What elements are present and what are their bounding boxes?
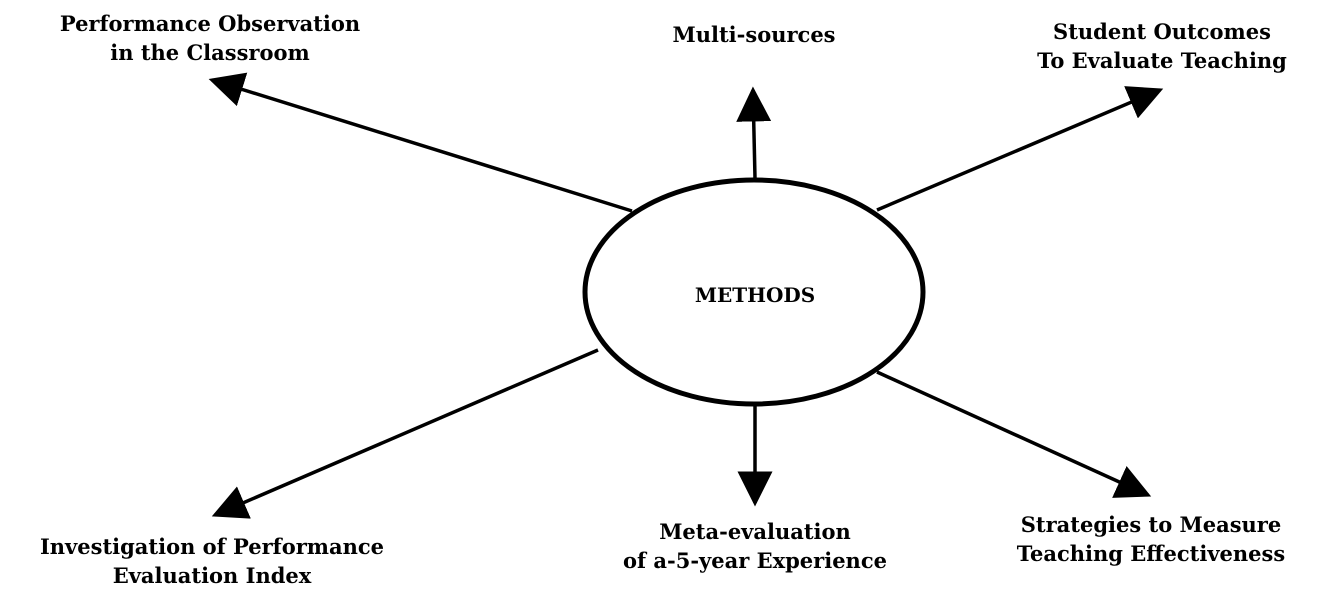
label-top-line-1: Multi-sources	[672, 22, 836, 47]
arrow-bottom-left	[211, 348, 599, 519]
label-bottom-right: Strategies to Measure Teaching Effective…	[1006, 510, 1296, 568]
label-top-right: Student Outcomes To Evaluate Teaching	[1022, 17, 1302, 75]
arrow-top	[736, 86, 772, 179]
arrow-top-left	[208, 72, 633, 213]
label-bottom-right-line-1: Strategies to Measure	[1020, 512, 1282, 537]
label-top-left-line-1: Performance Observation	[59, 11, 361, 36]
label-bottom-left: Investigation of Performance Evaluation …	[22, 532, 402, 590]
arrow-top-right	[876, 86, 1164, 212]
label-top-left-line-2: in the Classroom	[110, 40, 310, 65]
label-bottom-line-1: Meta-evaluation	[659, 519, 851, 544]
label-bottom-line-2: of a-5-year Experience	[623, 548, 887, 573]
label-bottom-left-line-1: Investigation of Performance	[39, 534, 385, 559]
label-top: Multi-sources	[614, 20, 894, 49]
arrow-bottom-right	[876, 370, 1152, 498]
label-top-right-line-2: To Evaluate Teaching	[1037, 48, 1287, 73]
center-ellipse	[582, 177, 926, 407]
label-bottom: Meta-evaluation of a-5-year Experience	[610, 517, 900, 575]
label-top-right-line-1: Student Outcomes	[1053, 19, 1271, 44]
label-bottom-right-line-2: Teaching Effectiveness	[1016, 541, 1286, 566]
center-label: METHODS	[694, 283, 816, 307]
label-bottom-left-line-2: Evaluation Index	[112, 563, 312, 588]
label-top-left: Performance Observation in the Classroom	[40, 9, 380, 67]
